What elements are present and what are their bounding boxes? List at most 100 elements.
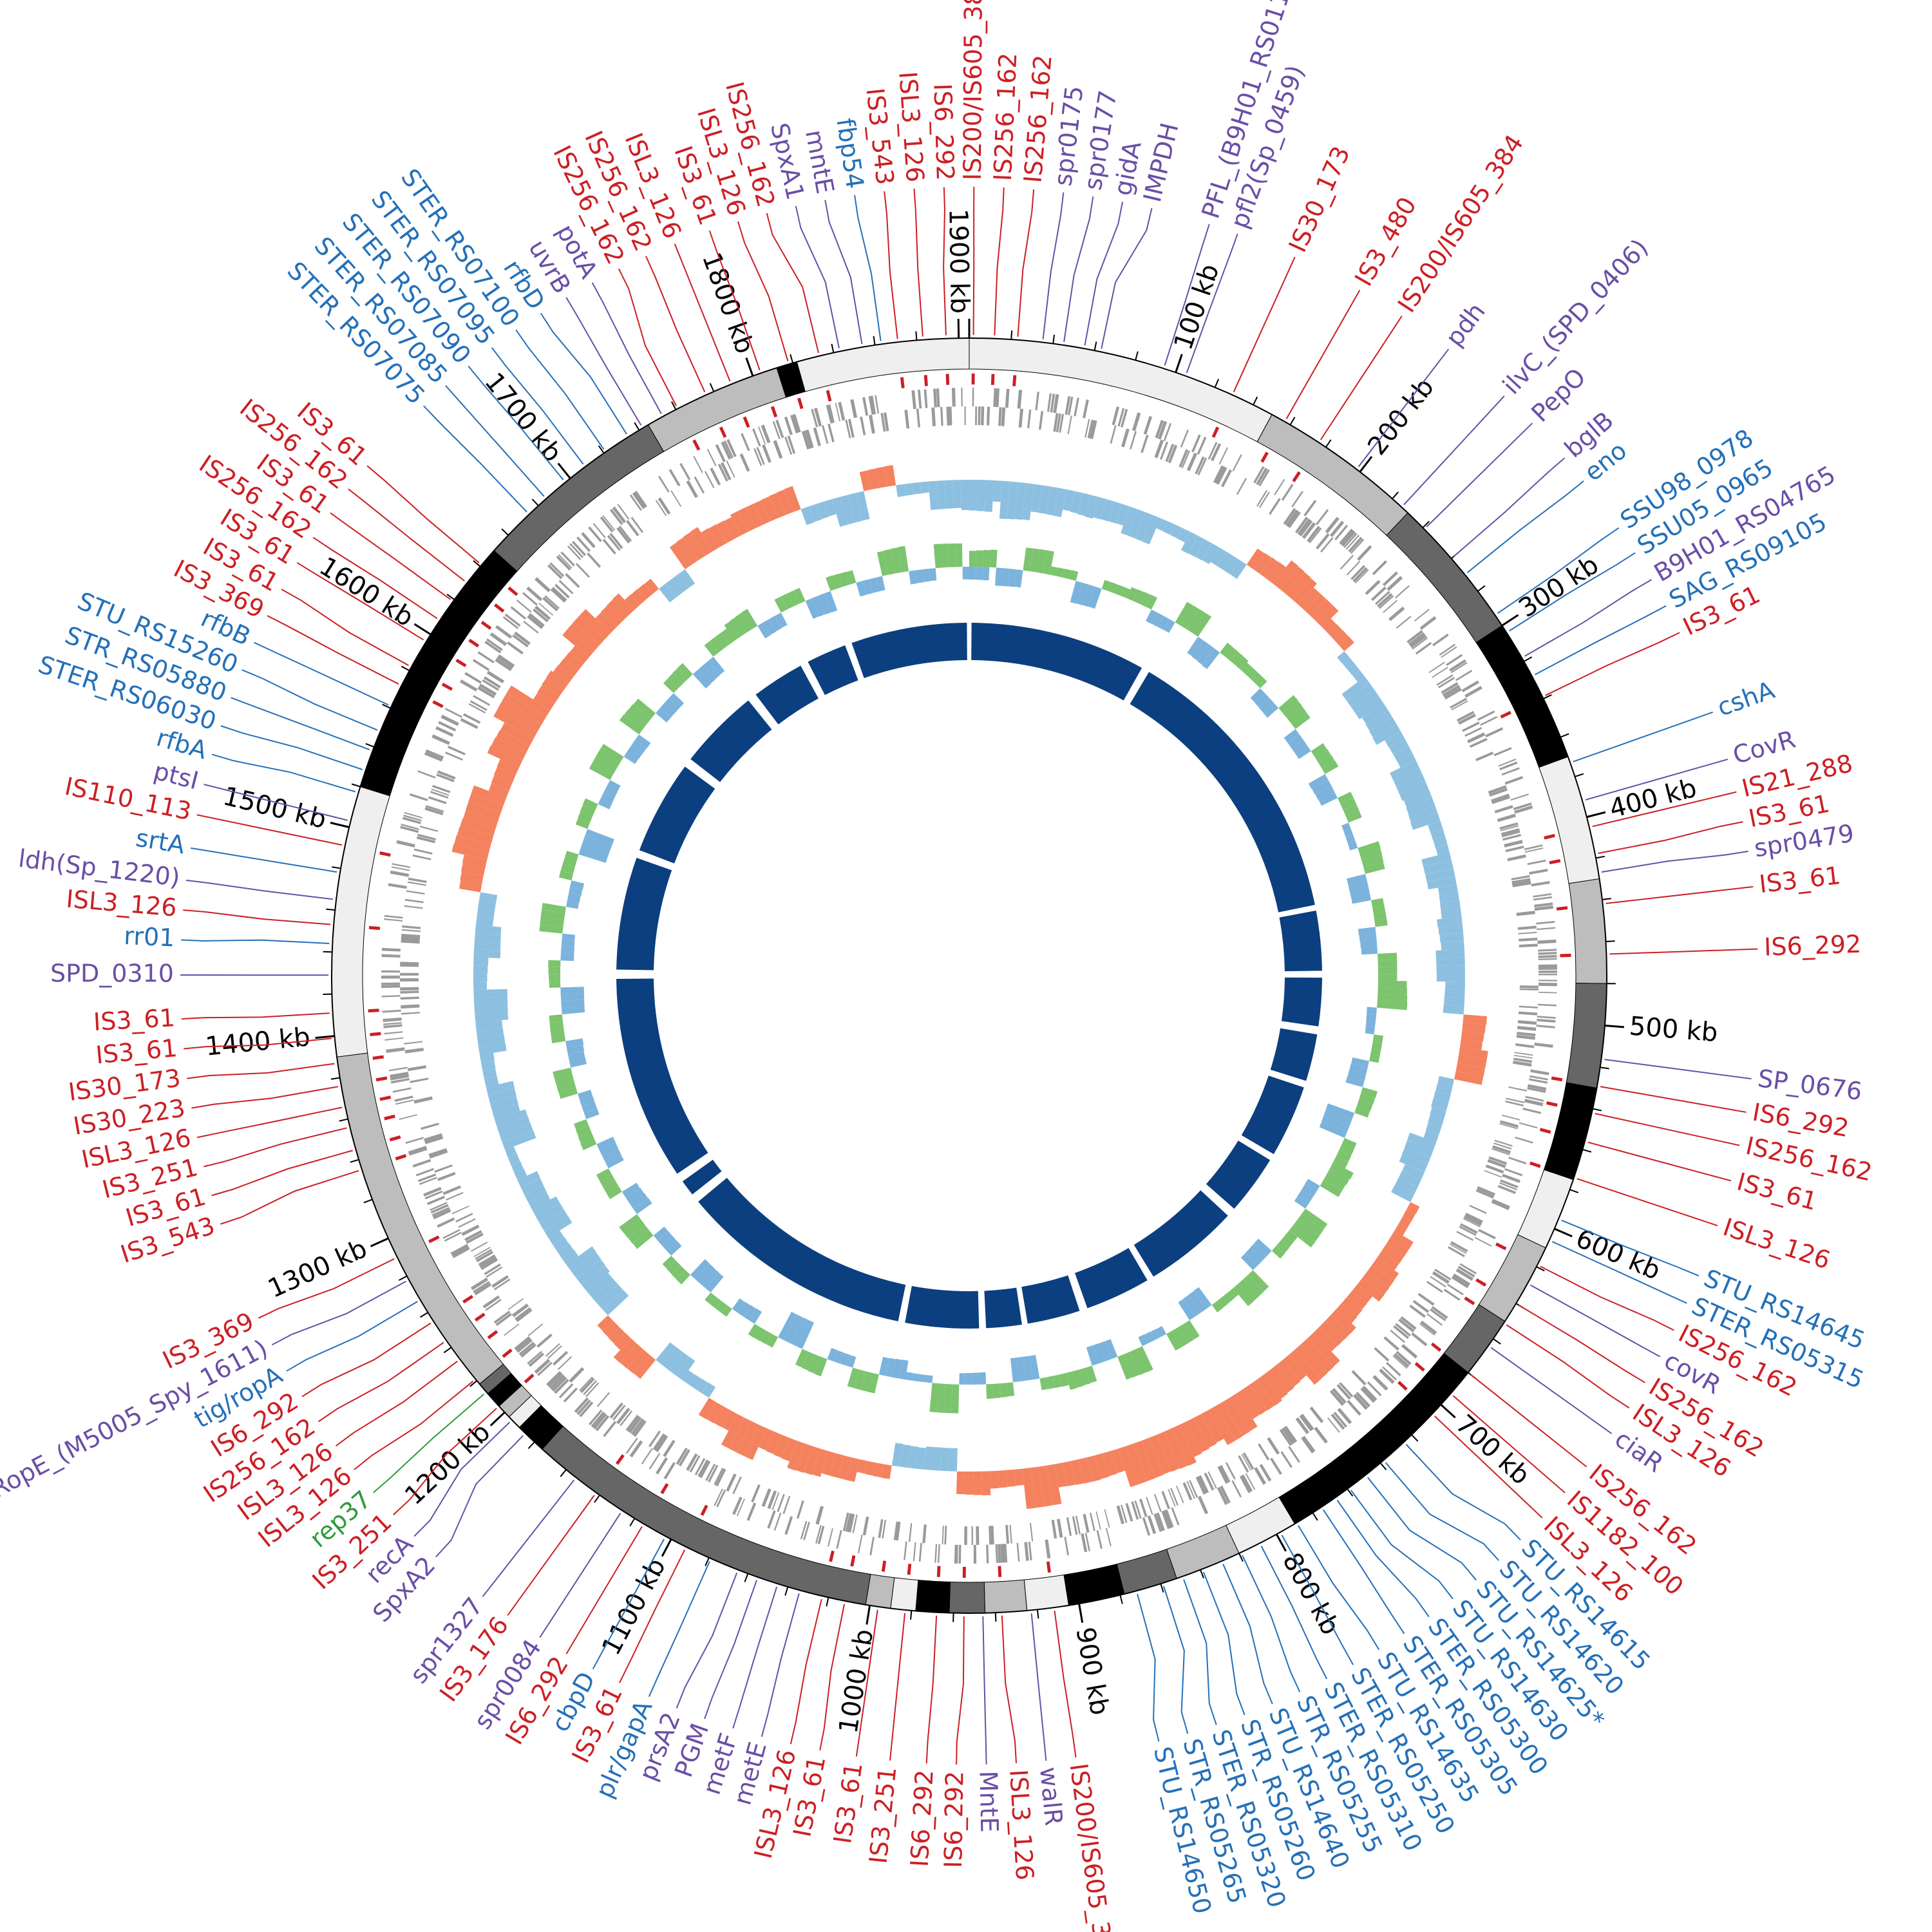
minor-tick: [790, 354, 794, 363]
label-leader-line: [1497, 527, 1620, 614]
gene-bar: [784, 416, 793, 435]
gene-bar: [1529, 1075, 1548, 1081]
minor-tick: [1312, 1512, 1318, 1521]
gene-bar: [419, 1177, 437, 1186]
gc-skew-bar: [1441, 908, 1462, 919]
gene-bar: [1463, 1215, 1482, 1226]
gene-bar: [1515, 1137, 1533, 1144]
gc-content-bar: [737, 1302, 751, 1317]
gc-content-bar: [951, 1384, 960, 1414]
gene-bar: [762, 444, 772, 463]
feature-label: IS6_292: [905, 1769, 939, 1868]
gc-skew-bar: [499, 1123, 533, 1142]
ideogram-band: [969, 337, 1273, 442]
tick-label: 300 kb: [1513, 550, 1604, 623]
gc-skew-bar: [1457, 1055, 1487, 1068]
gene-bar: [655, 1435, 668, 1452]
gene-bar: [480, 1257, 498, 1271]
gc-skew-bar: [683, 532, 706, 560]
gene-bar: [438, 721, 457, 732]
gc-skew-bar: [491, 737, 527, 761]
gc-skew-bar: [1398, 1216, 1412, 1229]
gene-bar: [746, 1502, 757, 1521]
gc-skew-bar: [507, 1153, 520, 1165]
gc-skew-bar: [1435, 957, 1465, 967]
gene-bar: [1518, 1011, 1538, 1016]
gene-bar: [558, 580, 574, 594]
gene-bar: [1537, 939, 1557, 944]
gc-skew-bar: [1399, 1154, 1428, 1173]
gene-bar: [482, 1295, 500, 1309]
label-leader-line: [1592, 791, 1737, 828]
gene-bar: [1432, 1271, 1450, 1284]
gene-bar: [996, 388, 1000, 408]
gene-bar: [512, 634, 529, 648]
label-leader-line: [211, 753, 356, 793]
is-element-marks: [368, 374, 1571, 1578]
gc-skew-bar: [936, 480, 947, 509]
feature-label: ISL3_126: [1719, 1213, 1833, 1274]
gc-skew-bar: [571, 1253, 601, 1278]
gc-content-bar: [585, 829, 614, 846]
gene-bar: [1434, 1269, 1452, 1281]
gc-skew-bar: [1385, 1237, 1409, 1256]
gene-bar: [868, 395, 875, 415]
gene-bar: [1538, 964, 1557, 969]
gc-skew-bar: [1121, 506, 1138, 536]
gene-bar: [629, 1440, 643, 1458]
gc-skew-bar: [1142, 515, 1160, 545]
gc-content-bar: [1187, 636, 1204, 657]
gc-content-bar: [775, 612, 788, 628]
gene-bar: [425, 805, 444, 813]
gene-bar: [1494, 1139, 1513, 1147]
gc-content-bar: [954, 543, 963, 567]
gc-content-bar: [621, 1182, 640, 1198]
gc-content-bar: [1133, 589, 1145, 604]
gc-skew-bar: [1006, 1469, 1016, 1487]
gc-skew-bar: [1455, 1063, 1486, 1077]
gc-content-bar: [567, 893, 581, 903]
gc-content-bar: [1180, 605, 1200, 630]
gc-content-bar: [578, 1132, 594, 1144]
is-element-mark: [474, 1312, 486, 1322]
gc-skew-bar: [614, 1332, 631, 1350]
gene-bar: [800, 1520, 808, 1540]
gene-bar: [470, 1242, 488, 1252]
gc-skew-bar: [1014, 482, 1027, 520]
gc-content-bar: [1036, 549, 1048, 574]
gene-bar: [556, 555, 571, 571]
ideogram-band: [1475, 625, 1569, 768]
gene-bar: [1536, 927, 1556, 931]
label-leader-line: [737, 221, 789, 361]
gene-bar: [400, 826, 419, 833]
gene-bar: [388, 883, 407, 889]
gene-bar: [1415, 641, 1432, 655]
gene-bar: [1259, 1464, 1272, 1482]
gene-bar: [502, 616, 519, 629]
gc-skew-bar: [1282, 1354, 1307, 1381]
gc-content-bar: [1255, 693, 1270, 708]
gene-bar: [663, 1439, 676, 1457]
gc-content-bar: [1043, 550, 1055, 575]
inner-ring-segment: [616, 857, 672, 971]
minor-tick: [784, 1586, 789, 1596]
gene-bar: [553, 1350, 569, 1366]
gene-bar: [401, 929, 421, 933]
gene-bar: [400, 963, 419, 967]
gc-content-bar: [766, 1334, 779, 1348]
gene-bar: [1419, 616, 1437, 630]
gc-content-bar: [1327, 1168, 1350, 1186]
gene-bar: [958, 1544, 961, 1564]
gc-skew-bar: [460, 871, 484, 884]
gc-content-track: [539, 543, 1408, 1414]
gene-bar: [1297, 518, 1311, 536]
gene-bar: [1519, 943, 1538, 948]
gc-skew-bar: [1331, 1309, 1356, 1334]
gc-content-bar: [625, 1188, 644, 1204]
gc-content-bar: [705, 1293, 716, 1305]
gene-bar: [403, 815, 422, 822]
major-tick: [1440, 1403, 1456, 1419]
gene-bar: [836, 1530, 842, 1549]
gene-bar: [424, 1135, 444, 1144]
